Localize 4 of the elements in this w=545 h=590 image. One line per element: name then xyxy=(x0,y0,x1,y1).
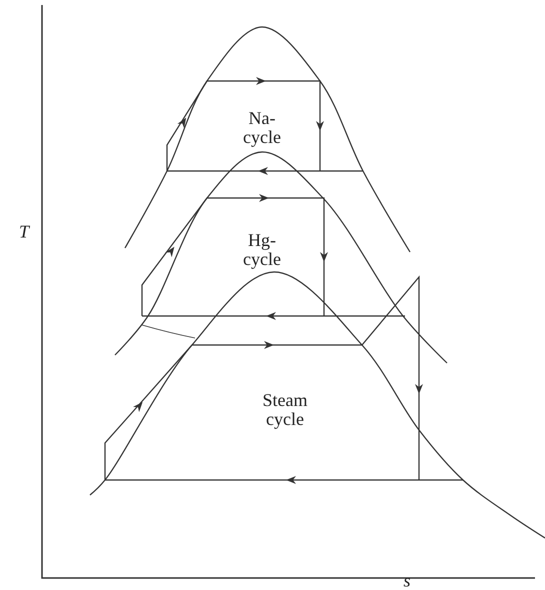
cycle-label: Hg- cycle xyxy=(242,231,282,269)
axis-label: T xyxy=(19,222,29,242)
cycle-label: Na- cycle xyxy=(242,109,282,147)
cycle-label: Steam cycle xyxy=(262,391,308,429)
